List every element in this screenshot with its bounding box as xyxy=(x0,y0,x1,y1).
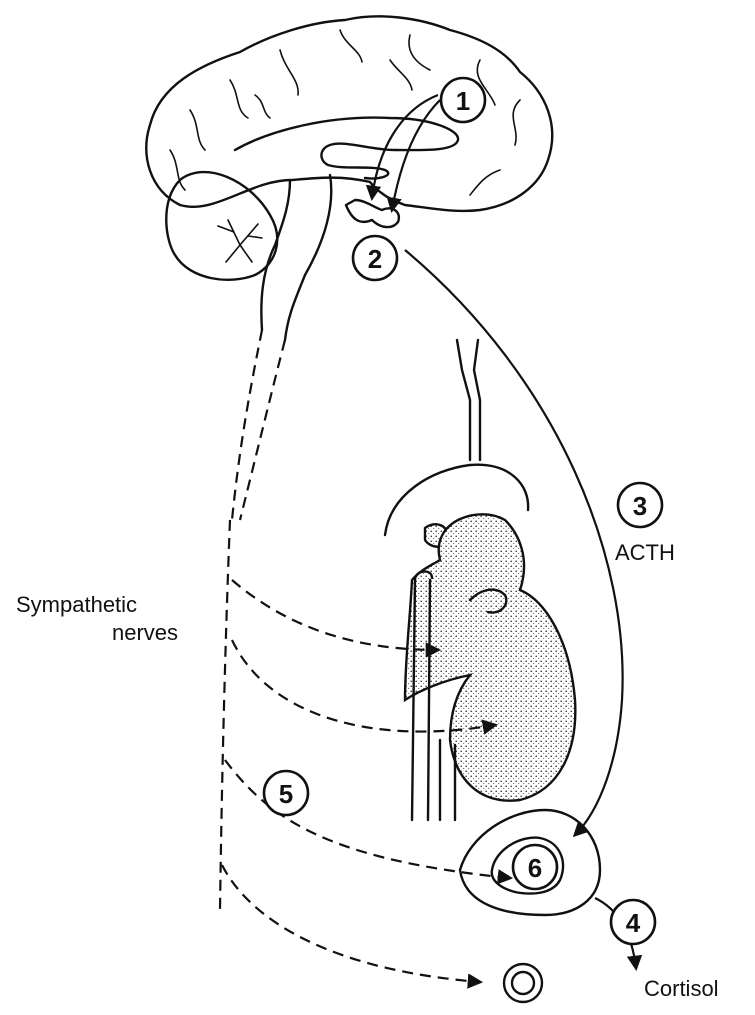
step-1-marker: 1 xyxy=(441,78,485,122)
svg-text:2: 2 xyxy=(368,244,382,274)
sympathetic-label-line1: Sympathetic xyxy=(16,592,137,617)
arrow-hypothalamus-to-pituitary xyxy=(372,95,438,198)
heart-and-vessels xyxy=(385,340,575,820)
spinal-cord-lower xyxy=(220,520,230,910)
nerve-to-gland xyxy=(222,865,480,982)
brainstem-right xyxy=(285,175,331,340)
arrow-hypothalamus-secondary xyxy=(392,100,440,210)
step-6-marker: 6 xyxy=(513,845,557,889)
corpus-callosum xyxy=(235,118,458,179)
hypothalamus-pituitary xyxy=(346,200,399,227)
cerebrum-outline xyxy=(146,16,552,211)
spinal-cord-upper-right xyxy=(240,340,285,520)
acth-label: ACTH xyxy=(615,540,675,565)
trachea-vessel xyxy=(457,340,480,460)
brain xyxy=(146,16,552,340)
target-gland xyxy=(504,964,542,1002)
cerebellum-tree xyxy=(218,220,262,262)
step-2-marker: 2 xyxy=(353,236,397,280)
step-3-marker: 3 xyxy=(618,483,662,527)
svg-text:4: 4 xyxy=(626,908,641,938)
svg-text:3: 3 xyxy=(633,491,647,521)
cortisol-label: Cortisol xyxy=(644,976,719,1001)
step-5-marker: 5 xyxy=(264,771,308,815)
step-4-marker: 4 xyxy=(611,900,655,944)
svg-text:1: 1 xyxy=(456,86,470,116)
svg-text:6: 6 xyxy=(528,853,542,883)
brainstem xyxy=(261,180,290,330)
sympathetic-label-line2: nerves xyxy=(112,620,178,645)
spinal-cord-upper-left xyxy=(232,330,262,520)
svg-text:5: 5 xyxy=(279,779,293,809)
